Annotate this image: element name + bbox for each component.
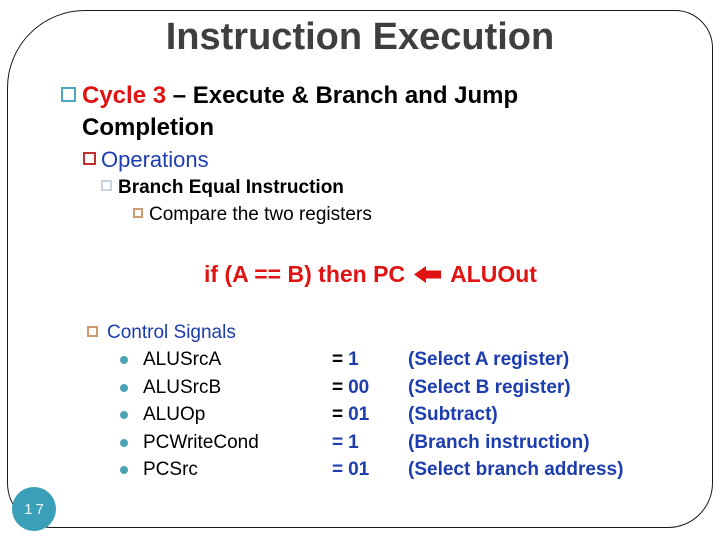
control-signals-list: ALUSrcA =1 (Select A register) ALUSrcB =…	[120, 349, 680, 487]
signal-equals: =	[332, 376, 344, 398]
signal-value: 1	[348, 349, 359, 370]
signal-equals: =	[332, 349, 344, 370]
cycle3-text: Cycle 3 – Execute & Branch and Jump Comp…	[82, 80, 560, 144]
signal-equals: =	[332, 431, 344, 453]
dot-bullet-icon	[120, 404, 143, 420]
square-bullet-icon	[133, 208, 143, 218]
signal-equals: =	[332, 404, 344, 426]
dot-bullet-icon	[120, 432, 143, 447]
operations-label: Operations	[101, 147, 209, 172]
signal-comment: (Select A register)	[408, 349, 570, 370]
signal-comment: (Subtract)	[408, 404, 498, 426]
signal-value: 00	[348, 376, 370, 398]
signal-value: 1	[348, 431, 359, 453]
signal-comment: (Branch instruction)	[408, 431, 590, 453]
signal-equals: =	[332, 459, 344, 481]
branch-formula: if (A == B) then PC ALUOut	[204, 260, 537, 289]
cycle3-highlight: Cycle 3	[82, 82, 167, 109]
signal-row: PCWriteCond =1 (Branch instruction)	[120, 432, 680, 460]
dot-bullet-icon	[120, 349, 143, 364]
signal-name: ALUSrcA	[143, 349, 222, 370]
square-bullet-icon	[101, 180, 112, 191]
formula-after: ALUOut	[450, 261, 537, 287]
left-arrow-icon	[414, 262, 442, 289]
slide-border	[7, 10, 713, 528]
signal-name: PCWriteCond	[143, 431, 259, 453]
signal-name: PCSrc	[143, 459, 198, 481]
bullet-control-signals: Control Signals	[87, 321, 236, 344]
signal-row: ALUSrcB =00 (Select B register)	[120, 377, 680, 405]
dot-bullet-icon	[120, 377, 143, 392]
square-bullet-icon	[61, 87, 76, 102]
signal-row: PCSrc =01 (Select branch address)	[120, 459, 680, 487]
branch-equal-label: Branch Equal Instruction	[118, 177, 344, 198]
signal-value: 01	[348, 404, 370, 426]
bullet-operations: Operations	[83, 147, 209, 173]
signal-comment: (Select B register)	[408, 376, 571, 398]
cycle3-rest: – Execute & Branch and Jump Completion	[82, 82, 519, 141]
dot-bullet-icon	[120, 459, 143, 475]
signal-row: ALUOp =01 (Subtract)	[120, 404, 680, 432]
formula-before: if (A == B) then PC	[204, 261, 406, 287]
square-bullet-icon	[83, 152, 96, 165]
signal-value: 01	[348, 459, 370, 481]
bullet-branch-equal: Branch Equal Instruction	[101, 176, 344, 199]
control-signals-header: Control Signals	[107, 322, 236, 343]
signal-name: ALUOp	[143, 404, 206, 426]
compare-label: Compare the two registers	[149, 204, 372, 225]
signal-name: ALUSrcB	[143, 376, 222, 398]
bullet-compare: Compare the two registers	[133, 203, 372, 226]
slide-title: Instruction Execution	[165, 16, 555, 58]
signal-row: ALUSrcA =1 (Select A register)	[120, 349, 680, 377]
page-number-badge: 17	[12, 487, 56, 531]
square-bullet-icon	[87, 326, 98, 337]
bullet-cycle3: Cycle 3 – Execute & Branch and Jump Comp…	[61, 80, 581, 144]
signal-comment: (Select branch address)	[408, 459, 624, 481]
